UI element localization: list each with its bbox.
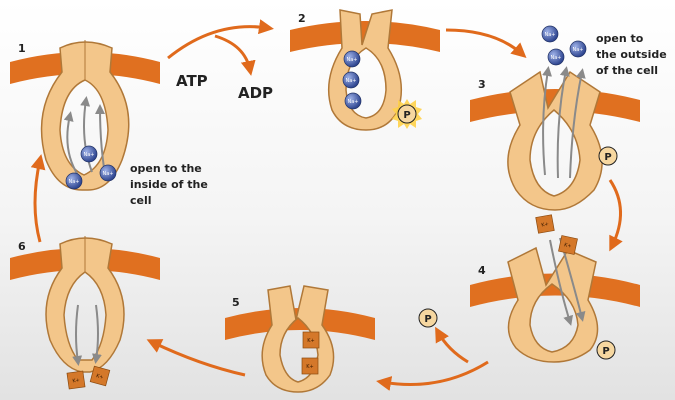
cycle-arrow	[167, 19, 274, 60]
flow-arrow	[95, 104, 106, 169]
potassium-ion: K+	[89, 365, 111, 387]
cycle-arrow	[445, 28, 527, 58]
cycle-arrow	[376, 360, 489, 391]
svg-text:Na+: Na+	[347, 57, 358, 63]
svg-text:P: P	[604, 152, 611, 163]
caption-line: open to the	[130, 162, 202, 175]
caption-outside: open to the outside of the cell	[596, 32, 667, 77]
svg-text:K+: K+	[307, 338, 314, 344]
sodium-ion: Na+	[547, 48, 565, 66]
caption-line: inside of the	[130, 178, 208, 191]
potassium-ion: K+	[558, 235, 578, 255]
potassium-ion: K+	[302, 331, 320, 349]
step-number: 6	[18, 240, 26, 253]
step-numbers: 1 2 3 4 5 6	[18, 12, 486, 309]
sodium-ion: Na+	[569, 40, 587, 58]
phosphate-icon: P	[392, 99, 422, 129]
caption-line: open to	[596, 32, 644, 45]
flow-arrow	[80, 96, 93, 173]
pump-protein	[45, 237, 125, 373]
cycle-arrow	[435, 326, 469, 364]
flow-arrow	[63, 111, 79, 176]
potassium-ions: K+ K+ K+ K+ K+ K+	[66, 214, 578, 390]
caption-line: of the cell	[596, 64, 658, 77]
svg-text:P: P	[602, 346, 609, 357]
svg-text:Na+: Na+	[348, 99, 359, 105]
sodium-ion: Na+	[65, 172, 83, 190]
membrane-band	[225, 308, 375, 340]
sodium-ion: Na+	[344, 92, 362, 110]
flow-arrow	[92, 304, 102, 364]
adp-label: ADP	[238, 84, 273, 102]
sodium-ion: Na+	[99, 164, 117, 182]
step-number: 1	[18, 42, 26, 55]
phosphate-icon: P	[598, 146, 618, 166]
svg-text:P: P	[424, 314, 431, 325]
flow-arrow	[72, 304, 83, 366]
svg-text:Na+: Na+	[573, 47, 584, 53]
flow-arrow	[549, 239, 573, 326]
svg-text:Na+: Na+	[84, 152, 95, 158]
flow-arrow	[542, 66, 552, 176]
sodium-ion: Na+	[342, 71, 360, 89]
svg-text:Na+: Na+	[346, 78, 357, 84]
step-number: 5	[232, 296, 240, 309]
pump-protein	[507, 246, 599, 363]
cycle-arrow	[30, 154, 46, 243]
cycle-arrow	[608, 179, 623, 252]
flow-arrow	[556, 66, 570, 179]
pump-protein	[261, 285, 335, 393]
svg-text:K+: K+	[306, 364, 313, 370]
cycle-arrow	[214, 34, 256, 76]
caption-line: the outside	[596, 48, 667, 61]
svg-text:K+: K+	[564, 242, 573, 249]
sodium-ion: Na+	[80, 145, 98, 163]
phosphate-icons: P P P P	[392, 99, 618, 360]
flow-arrow	[569, 68, 586, 179]
svg-text:Na+: Na+	[551, 55, 562, 61]
svg-text:K+: K+	[72, 377, 80, 384]
sodium-ions: Na+ Na+ Na+ Na+ Na+ Na+ Na+ Na+	[65, 25, 587, 190]
svg-text:Na+: Na+	[103, 171, 114, 177]
step-number: 3	[478, 78, 486, 91]
phosphate-icon: P	[596, 340, 616, 360]
phosphate-icon: P	[418, 308, 438, 328]
step-number: 2	[298, 12, 306, 25]
pump-protein	[40, 41, 130, 191]
svg-text:P: P	[403, 110, 410, 121]
caption-line: cell	[130, 194, 152, 207]
sodium-ion: Na+	[343, 50, 361, 68]
potassium-ion: K+	[301, 357, 319, 375]
cycle-arrows	[30, 19, 623, 391]
svg-text:Na+: Na+	[545, 32, 556, 38]
step-number: 4	[478, 264, 486, 277]
cycle-arrow	[146, 339, 246, 377]
svg-text:K+: K+	[541, 221, 549, 228]
potassium-ion: K+	[535, 214, 555, 234]
caption-inside: open to the inside of the cell	[130, 162, 208, 207]
pump-proteins	[40, 9, 603, 393]
pump-protein	[507, 70, 603, 211]
sodium-ion: Na+	[541, 25, 559, 43]
potassium-ion: K+	[66, 370, 86, 390]
atp-label: ATP	[176, 72, 208, 90]
svg-text:K+: K+	[95, 373, 104, 381]
svg-text:Na+: Na+	[69, 179, 80, 185]
